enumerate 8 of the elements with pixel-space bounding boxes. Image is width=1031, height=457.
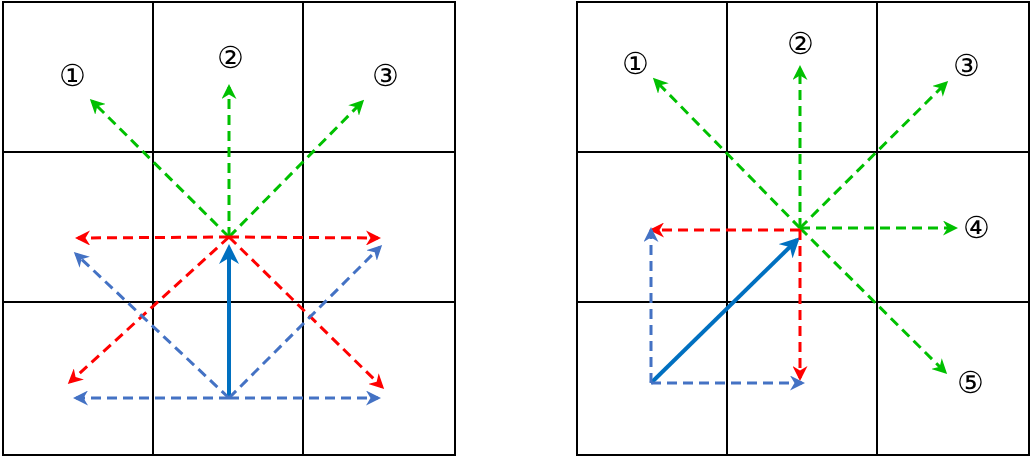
callout-number: ③ <box>952 51 980 81</box>
callout-number: ① <box>58 61 86 91</box>
callout-number: ⑤ <box>956 368 984 398</box>
callout-number: ① <box>621 49 649 79</box>
callout-number: ② <box>216 43 244 73</box>
callout-number: ④ <box>962 213 990 243</box>
callout-number: ② <box>786 29 814 59</box>
callout-number: ③ <box>371 61 399 91</box>
